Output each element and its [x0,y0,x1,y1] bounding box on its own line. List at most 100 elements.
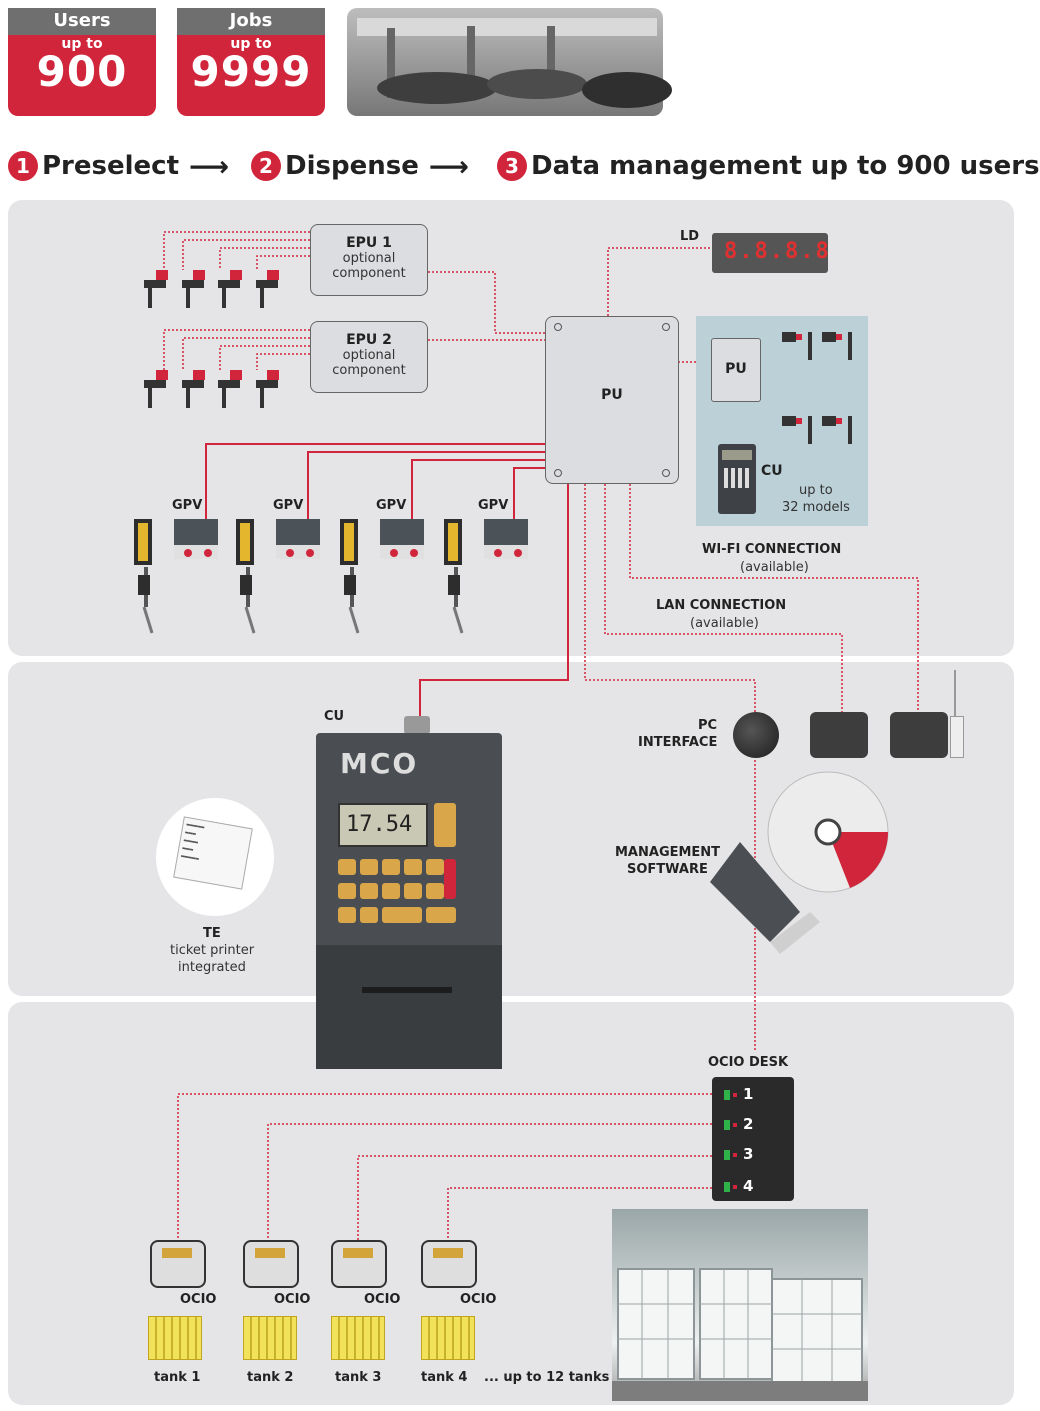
tank-label-2: tank 2 [247,1370,294,1385]
network-cu-label: CU [761,463,783,479]
tank-label-4: tank 4 [421,1370,468,1385]
ocio-label-1: OCIO [180,1292,217,1307]
ocio-label-4: OCIO [460,1292,497,1307]
jobs-badge-sub: up to [230,36,272,52]
screw-icon [662,469,670,477]
ocio-unit-3 [331,1240,387,1288]
desk-row-3: 3 [724,1145,753,1163]
led-green-icon [724,1149,730,1160]
pc-interface-line2: INTERFACE [638,735,718,750]
network-models-line2: 32 models [782,500,850,515]
ocio-unit-2 [243,1240,299,1288]
network-pu-label: PU [725,361,747,377]
cu-key [382,859,400,875]
gpv-label-3: GPV [376,498,407,513]
laptop-cd-icon [710,771,889,954]
ticket-printer-icon: ▬▬▬▬▬▬▬▬▬▬▬▬▬▬▬▬▬▬▬▬ [156,798,274,916]
tank-icon-1 [148,1316,202,1360]
ibc-tanks-photo [612,1209,868,1401]
wifi-sub: (available) [740,560,809,575]
step-number-1: 1 [8,151,38,181]
screw-icon [662,323,670,331]
wifi-title: WI-FI CONNECTION [702,542,842,557]
network-cu-device [718,444,756,514]
tank-label-3: tank 3 [335,1370,382,1385]
step-number-2: 2 [251,151,281,181]
cu-label: CU [324,709,345,724]
cu-key [338,883,356,899]
pu-main-label: PU [601,387,623,403]
epu2-line2: component [332,363,406,378]
wifi-dongle [950,716,964,758]
lan-title: LAN CONNECTION [656,598,787,613]
cu-stop-key [444,859,456,899]
management-line2: SOFTWARE [627,862,708,877]
workshop-photo [347,8,672,116]
ocio-label-2: OCIO [274,1292,311,1307]
desk-row-number: 1 [743,1085,754,1103]
screw-icon [554,469,562,477]
ocio-desk: 1 2 3 4 [712,1077,794,1201]
led-red-icon [733,1184,737,1189]
te-title: TE [203,926,221,941]
led-red-icon [733,1152,737,1157]
gpv-label-1: GPV [172,498,203,513]
ocio-label-3: OCIO [364,1292,401,1307]
te-line2: integrated [178,960,246,975]
cu-key [382,907,422,923]
ocio-unit-4 [421,1240,477,1288]
users-badge-title: Users [8,8,156,35]
desk-row-4: 4 [724,1177,753,1195]
cu-connector [404,716,430,734]
pc-interface-line1: PC [698,718,718,733]
epu1-box: EPU 1 optional component [310,224,428,296]
cu-device-brand: MCO [340,747,419,780]
users-badge-sub: up to [61,36,103,52]
desk-row-number: 4 [743,1177,754,1195]
desk-row-2: 2 [724,1115,753,1133]
gpv-units [134,519,528,634]
tank-icon-2 [243,1316,297,1360]
tank-icon-3 [331,1316,385,1360]
ld-digits: 8.8.8.8 [724,239,831,264]
cu-key [426,859,444,875]
step-label-3: Data management up to 900 users [531,151,1040,181]
step-label-2: Dispense [285,151,419,181]
cu-printer-section [316,945,502,1069]
jobs-badge-title: Jobs [177,8,325,35]
ocio-unit-1 [150,1240,206,1288]
cu-key [426,883,444,899]
cu-key [404,859,422,875]
users-badge: Users up to 900 [8,8,156,116]
tanks-more-label: ... up to 12 tanks [484,1370,610,1385]
step-number-3: 3 [497,151,527,181]
led-green-icon [724,1181,730,1192]
tank-label-1: tank 1 [154,1370,201,1385]
lan-sub: (available) [690,616,759,631]
workshop-photo-shapes [357,18,672,108]
epu1-title: EPU 1 [346,235,392,251]
cu-key [360,883,378,899]
ld-label: LD [680,229,700,244]
users-badge-value: 900 [36,47,128,96]
epu1-line1: optional [342,251,396,266]
cu-key [360,907,378,923]
arrow-right-icon: ⟶ [189,149,230,183]
pc-interface-device [733,712,779,758]
desk-row-1: 1 [724,1085,753,1103]
cu-device-display: 17.54 [338,803,428,847]
tank-icon-4 [421,1316,475,1360]
gpv-label-2: GPV [273,498,304,513]
led-green-icon [724,1089,730,1100]
network-pu-box: PU [711,338,761,402]
ld-display: 8.8.8.8 [712,233,831,273]
step-label-1: Preselect [42,151,180,181]
cu-key [338,907,356,923]
desk-row-number: 2 [743,1115,754,1133]
desk-row-number: 3 [743,1145,754,1163]
wifi-device [890,712,948,758]
epu-nozzles [144,270,279,408]
epu1-line2: component [332,266,406,281]
epu2-title: EPU 2 [346,332,392,348]
jobs-badge: Jobs up to 9999 [177,8,325,116]
